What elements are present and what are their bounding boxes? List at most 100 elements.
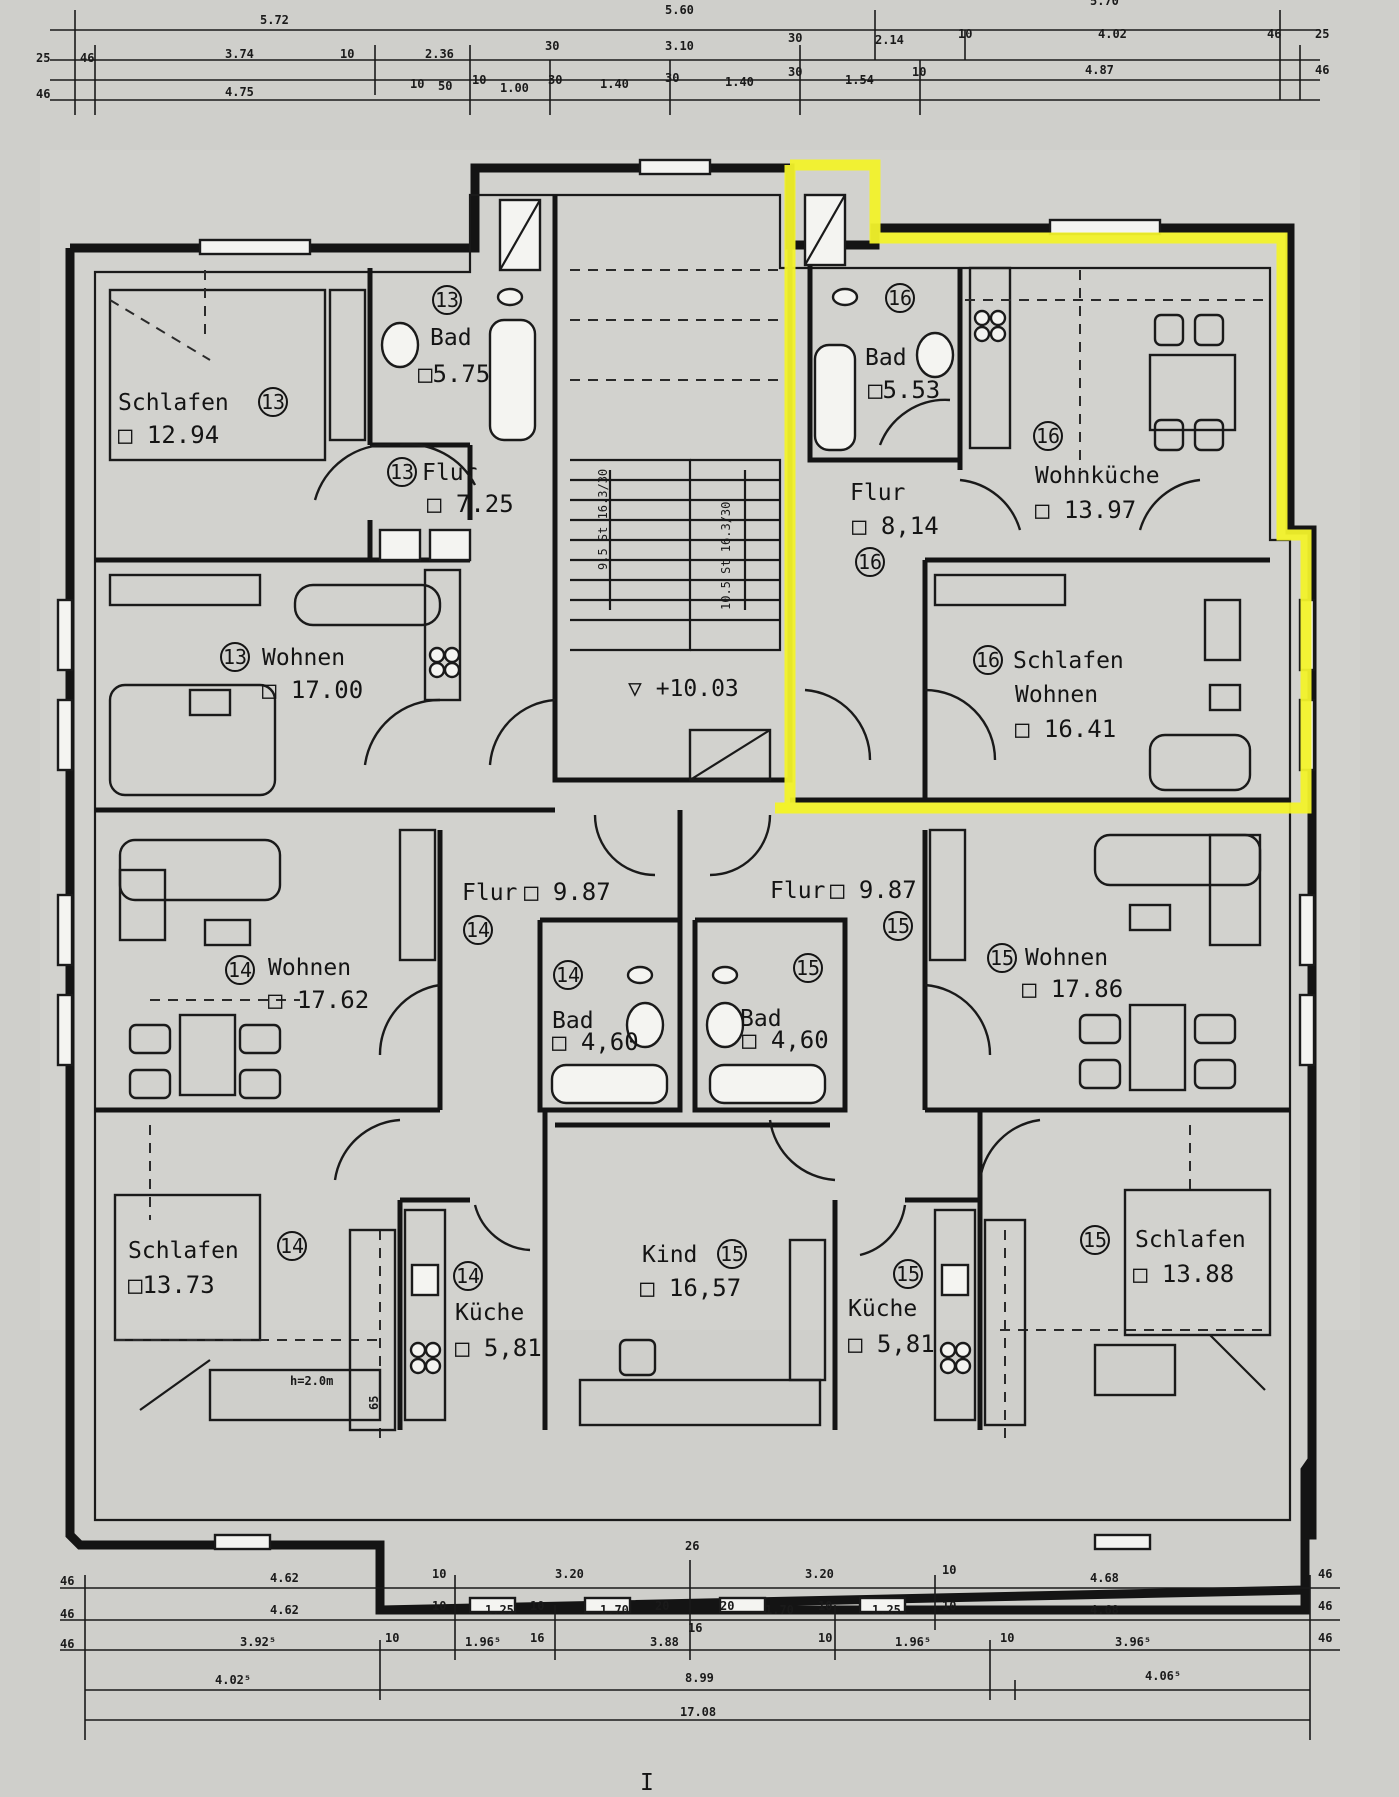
room-area: □ 9.87 [524,878,611,906]
dim-text: 4.68 [1090,1571,1119,1585]
room-area: □ 17.86 [1022,975,1123,1003]
stove-burner [424,1357,442,1375]
sink [711,965,739,985]
dim-text: 10 [942,1563,956,1577]
door-swing [363,698,441,766]
dim-text: 50 [438,79,452,93]
room-name: Schlafen [118,390,229,416]
dim-text: 3.96⁵ [1115,1635,1151,1649]
dim-text: 1.40 [725,75,754,89]
door-swing [333,1118,401,1181]
dim-text: 25 [36,51,50,65]
sink [410,1263,440,1297]
room-name: Bad [552,1008,594,1034]
window-top [638,158,712,176]
sink [626,965,654,985]
top-dimension-lines [50,10,1320,115]
unit-circle [1080,1225,1110,1255]
inner-shell-line [93,193,1292,1522]
door-swing [709,814,772,877]
level-marker: ▽ +10.03 [628,676,739,702]
dim-text: 4.02 [1098,27,1127,41]
dining-table [1128,1003,1187,1092]
dim-text: 10 [432,1567,446,1581]
unit-number: 14 [228,958,252,982]
stair-label-left: 9.5 St 16.3/30 [596,469,610,570]
bathtub [550,1063,669,1105]
dim-text: 8.99 [685,1671,714,1685]
door-swing [399,443,477,486]
door-swing [473,1204,531,1252]
sink [496,287,524,307]
bed-dash [1000,1125,1270,1440]
top-dimension-texts: 5.72 5.60 5.70 25 46 3.74 10 2.36 30 3.1… [36,0,1329,101]
bathtub [488,318,537,442]
chair [618,1338,657,1377]
door-swing [978,1118,1041,1181]
dim-text: 4.68 [1090,1603,1119,1617]
shaft-box [378,528,422,562]
chair [1193,418,1225,452]
dim-text: 25 [1315,27,1329,41]
chair [1153,313,1185,347]
furniture: h=2.0m 65 [108,266,1272,1440]
window-bottom [583,1596,632,1614]
unit-circle [258,387,288,417]
door-swing [768,1119,836,1182]
unit-number: 15 [796,956,820,980]
kitchen-counter [968,266,1012,450]
chair [1193,1058,1237,1090]
shaft-box [428,528,472,562]
table [1128,903,1172,932]
dim-text: 46 [1315,63,1329,77]
unit-number: 13 [261,390,285,414]
outer-wall [65,248,1310,1615]
outer-walls [56,158,1317,1615]
unit-circle [463,915,493,945]
chair [1078,1013,1122,1045]
dim-text: 10 [432,1599,446,1613]
dim-text: 46 [60,1607,74,1621]
chair [1153,418,1185,452]
stair-right-run [690,458,782,652]
dining-table [293,583,442,627]
bed [1123,1188,1272,1337]
dim-text: 30 [665,71,679,85]
unit-circle [793,953,823,983]
door-swing [488,698,556,766]
unit-circle [973,645,1003,675]
dim-text: 1.40 [600,77,629,91]
dim-text: 4.75 [225,85,254,99]
window-bottom [213,1533,272,1551]
chair [238,1023,282,1055]
wardrobe [983,1218,1027,1427]
room-area: □ 5,81 [848,1330,935,1358]
room-area: □ 9.87 [830,876,917,904]
wardrobe [328,288,367,442]
room-name: Flur [770,878,825,904]
door-swing [924,688,997,761]
room-area: □ 16,57 [640,1274,741,1302]
window-left [56,893,74,967]
toilet [915,331,955,379]
cabinet [108,573,262,607]
dim-text: 1.00 [500,81,529,95]
armchair [118,868,167,942]
bathtub [708,1063,827,1105]
unit-circle [717,1239,747,1269]
wall-16-bath [807,255,960,463]
dim-text: 10 [530,1599,544,1613]
room-name: Wohnküche [1035,463,1160,489]
toilet [380,321,420,369]
dim-text: 30 [788,31,802,45]
dim-text: 30 [788,65,802,79]
unit-number: 16 [1036,424,1060,448]
sofa [108,683,277,797]
dim-text: 3.92⁵ [240,1635,276,1649]
unit-circle [883,911,913,941]
desk [578,1378,822,1427]
stove-burner [409,1341,427,1359]
bathtub [813,343,857,452]
chair [128,1023,172,1055]
